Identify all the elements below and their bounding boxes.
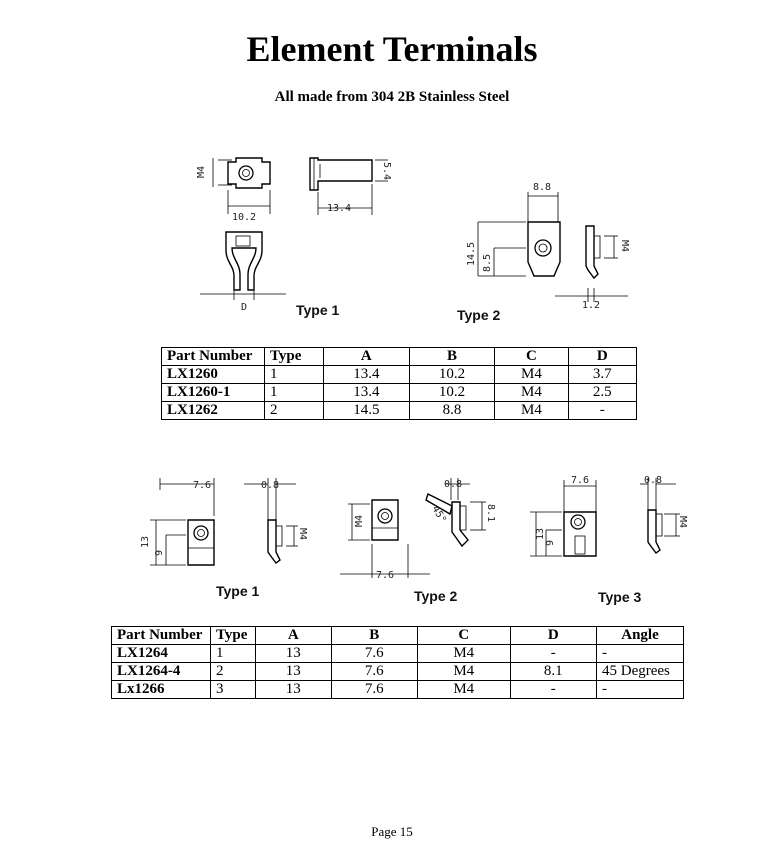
cell-angle: - <box>596 680 684 699</box>
cell-c: M4 <box>417 680 511 699</box>
cell-a: 13 <box>255 644 332 663</box>
cell-a: 13 <box>255 662 332 681</box>
table-header-row: Part Number Type A B C D Angle <box>111 626 684 645</box>
cell-d: - <box>509 680 598 699</box>
table-row: LX1260 1 13.4 10.2 M4 3.7 <box>161 365 638 384</box>
cell-c: M4 <box>417 662 511 681</box>
col-header-type: Type <box>264 347 324 366</box>
cell-b: 8.8 <box>408 401 496 420</box>
col-header-part-number: Part Number <box>111 626 211 645</box>
cell-type: 1 <box>210 644 256 663</box>
cell-type: 2 <box>210 662 256 681</box>
lower-type1-label: Type 1 <box>216 583 260 599</box>
dim-5-4-label: 5.4 <box>381 162 392 180</box>
dim-8-5-label: 8.5 <box>482 254 493 272</box>
cell-c: M4 <box>417 644 511 663</box>
spec-table-1: Part Number Type A B C D LX1260 1 13.4 1… <box>161 347 638 420</box>
dim-c-0-8-label: 0.8 <box>644 475 662 486</box>
page-title: Element Terminals <box>246 29 538 69</box>
dim-8-8-label: 8.8 <box>533 182 551 193</box>
table-row: Lx1266 3 13 7.6 M4 - - <box>111 680 684 699</box>
cell-part-number: LX1264-4 <box>111 662 211 681</box>
dim-13-4-label: 13.4 <box>327 203 351 214</box>
dim-b-8-1-label: 8.1 <box>485 504 496 522</box>
dim-c-9-label: 9 <box>545 540 556 546</box>
cell-angle: 45 Degrees <box>596 662 684 681</box>
cell-type: 3 <box>210 680 256 699</box>
table-row: LX1262 2 14.5 8.8 M4 - <box>161 401 638 420</box>
dim-a-13-label: 13 <box>140 536 151 548</box>
type2-label: Type 2 <box>457 307 501 323</box>
lower-type2-label: Type 2 <box>414 588 458 604</box>
type1-top-view: M4 10.2 <box>196 157 271 223</box>
cell-a: 14.5 <box>323 401 410 420</box>
cell-type: 2 <box>264 401 324 420</box>
spec-table-2: Part Number Type A B C D Angle LX1264 1 … <box>111 626 684 699</box>
dim-1-2-label: 1.2 <box>582 300 600 311</box>
type1-label: Type 1 <box>296 302 340 318</box>
dim-a-0-8-label: 0.8 <box>261 480 279 491</box>
lower-type3-label: Type 3 <box>598 589 642 605</box>
cell-b: 7.6 <box>330 680 419 699</box>
col-header-type: Type <box>210 626 256 645</box>
dim-a-7-6-label: 7.6 <box>193 480 211 491</box>
dim-14-5-label: 14.5 <box>466 242 477 266</box>
cell-b: 7.6 <box>330 644 419 663</box>
page-number: Page 15 <box>371 824 413 839</box>
col-header-d: D <box>509 626 598 645</box>
type1-side-view: 5.4 13.4 <box>309 157 392 215</box>
table-row: LX1264-4 2 13 7.6 M4 8.1 45 Degrees <box>111 662 684 681</box>
dim-a-m4-label: M4 <box>297 528 308 540</box>
dim-b-0-8-label: 0.8 <box>444 479 462 490</box>
dim-d-label: D <box>241 302 247 313</box>
cell-d: - <box>567 401 638 420</box>
cell-angle: - <box>596 644 684 663</box>
cell-b: 7.6 <box>330 662 419 681</box>
cell-d: 3.7 <box>567 365 638 384</box>
cell-part-number: Lx1266 <box>111 680 211 699</box>
type2-views: 8.8 14.5 8.5 M4 1.2 <box>466 182 630 311</box>
cell-a: 13 <box>255 680 332 699</box>
dim-b-7-6-label: 7.6 <box>376 570 394 581</box>
dim-c-7-6-label: 7.6 <box>571 475 589 486</box>
col-header-b: B <box>330 626 419 645</box>
type1-front-view: D <box>200 231 286 313</box>
cell-type: 1 <box>264 365 324 384</box>
table-row: LX1264 1 13 7.6 M4 - - <box>111 644 684 663</box>
col-header-part-number: Part Number <box>161 347 265 366</box>
col-header-angle: Angle <box>596 626 684 645</box>
cell-d: 8.1 <box>509 662 598 681</box>
cell-c: M4 <box>494 401 569 420</box>
col-header-a: A <box>255 626 332 645</box>
cell-c: M4 <box>494 365 569 384</box>
dim-m4-label: M4 <box>196 166 207 178</box>
lower-type2-views: M4 7.6 0.8 45° 8.1 <box>340 478 496 581</box>
lower-type1-views: 7.6 13 9 0.8 M4 <box>140 478 308 566</box>
dim-c-m4-label: M4 <box>677 516 688 528</box>
page-subtitle: All made from 304 2B Stainless Steel <box>274 89 510 105</box>
dim-b-m4-label: M4 <box>354 515 365 527</box>
cell-d: - <box>509 644 598 663</box>
dim-10-2-label: 10.2 <box>232 212 256 223</box>
lower-type3-views: 7.6 13 9 0.8 M4 <box>530 475 688 557</box>
cell-b: 10.2 <box>408 383 496 402</box>
dim-m4b-label: M4 <box>619 240 630 252</box>
cell-part-number: LX1264 <box>111 644 211 663</box>
col-header-c: C <box>417 626 511 645</box>
dim-c-13-label: 13 <box>535 528 546 540</box>
dim-a-9-label: 9 <box>154 550 165 556</box>
